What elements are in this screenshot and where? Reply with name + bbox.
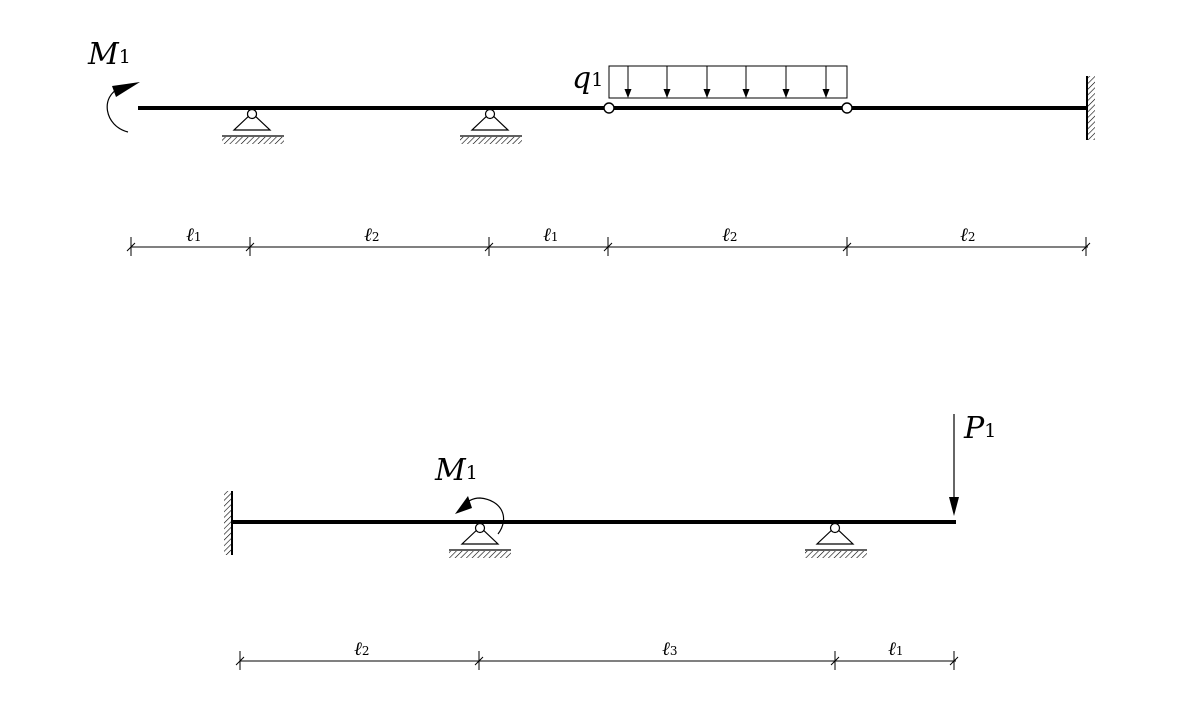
top-dimension-line xyxy=(126,237,1091,256)
bottom-dim-label-2: ℓ3 xyxy=(662,638,678,660)
top-moment-label: M1 xyxy=(87,37,131,72)
top-dim-label-1: ℓ1 xyxy=(186,224,202,246)
top-dim-label-2: ℓ2 xyxy=(364,224,380,246)
bottom-pin-support-1 xyxy=(449,522,511,558)
top-dim-label-3: ℓ1 xyxy=(543,224,559,246)
bottom-pin-support-2 xyxy=(805,522,867,558)
bottom-force-label: P1 xyxy=(963,411,996,446)
bottom-point-force xyxy=(949,414,959,516)
bottom-beam: M1 P1 ℓ2 ℓ3 ℓ1 xyxy=(224,411,996,670)
top-fixed-support xyxy=(1086,76,1095,140)
bottom-moment-label: M1 xyxy=(434,453,478,488)
bottom-dim-label-3: ℓ1 xyxy=(888,638,904,660)
top-pin-support-1 xyxy=(222,108,284,144)
top-beam: q1 M1 ℓ1 ℓ2 ℓ1 ℓ2 ℓ2 xyxy=(87,37,1095,256)
top-hinge-right xyxy=(841,102,853,114)
top-moment-arrow xyxy=(106,82,140,133)
top-distributed-load xyxy=(608,65,848,99)
top-load-label: q1 xyxy=(572,61,603,96)
bottom-dim-label-1: ℓ2 xyxy=(354,638,370,660)
bottom-fixed-support xyxy=(224,491,233,555)
bottom-dimension-line xyxy=(235,651,959,670)
bottom-moment-arrow xyxy=(455,496,504,535)
top-dim-label-5: ℓ2 xyxy=(960,224,976,246)
top-hinge-left xyxy=(603,102,615,114)
top-dim-label-4: ℓ2 xyxy=(722,224,738,246)
top-pin-support-2 xyxy=(460,108,522,144)
